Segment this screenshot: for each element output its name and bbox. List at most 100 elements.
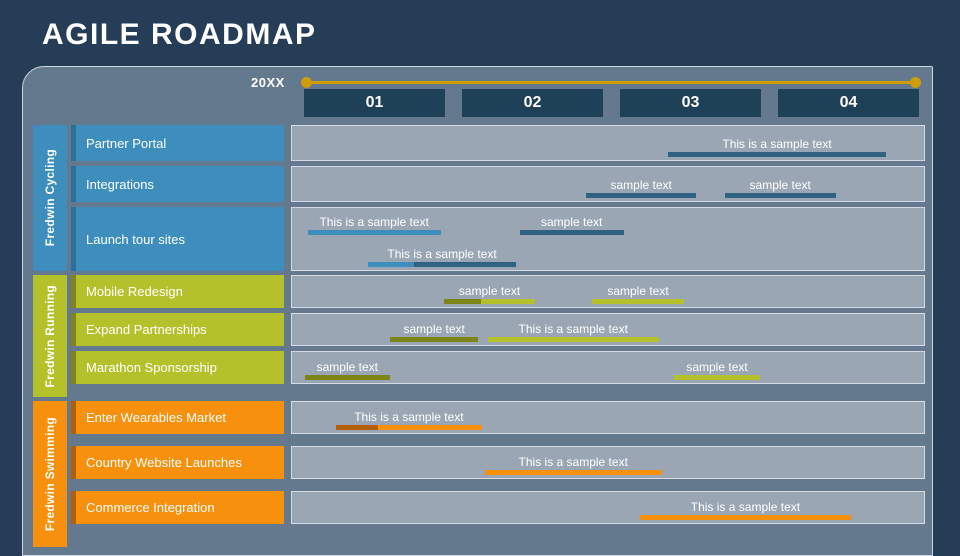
gantt-bar-label: sample text bbox=[540, 215, 603, 229]
task-label-expand-partnerships[interactable]: Expand Partnerships bbox=[76, 313, 284, 346]
group-label-fredwin-cycling[interactable]: Fredwin Cycling bbox=[33, 125, 67, 271]
task-label-integrations[interactable]: Integrations bbox=[76, 166, 284, 202]
gantt-bar-label: sample text bbox=[316, 360, 378, 374]
gantt-bar-label: This is a sample text bbox=[690, 500, 801, 514]
gantt-bar-group[interactable]: This is a sample text bbox=[484, 445, 662, 478]
gantt-track: sample text sample text bbox=[291, 275, 925, 308]
gantt-bar[interactable] bbox=[724, 193, 836, 198]
task-accent-stripe bbox=[71, 446, 76, 479]
gantt-bar[interactable] bbox=[443, 299, 536, 304]
gantt-bar-progress-segment bbox=[389, 337, 479, 342]
group-label-fredwin-running[interactable]: Fredwin Running bbox=[33, 275, 67, 397]
task-row: Country Website Launches This is a sample… bbox=[71, 446, 934, 479]
task-label-mobile-redesign[interactable]: Mobile Redesign bbox=[76, 275, 284, 308]
gantt-bar-group[interactable]: This is a sample text bbox=[367, 238, 517, 270]
gantt-track: sample text sample text bbox=[291, 351, 925, 384]
gantt-bar[interactable] bbox=[668, 152, 887, 157]
gantt-bar-remaining-segment bbox=[668, 152, 887, 157]
group-label-text: Fredwin Swimming bbox=[43, 416, 57, 532]
gantt-track: This is a sample text bbox=[291, 401, 925, 434]
timeline-start-dot-icon bbox=[301, 77, 312, 88]
gantt-bar[interactable] bbox=[304, 375, 390, 380]
gantt-bar[interactable] bbox=[336, 425, 482, 430]
gantt-bar-label: sample text bbox=[607, 284, 669, 298]
gantt-track: sample text This is a sample text bbox=[291, 313, 925, 346]
task-accent-stripe bbox=[71, 401, 76, 434]
gantt-bar-group[interactable]: sample text bbox=[674, 350, 760, 383]
gantt-bar-progress-segment bbox=[443, 299, 482, 304]
gantt-bar-remaining-segment bbox=[592, 299, 684, 304]
gantt-bar-label: This is a sample text bbox=[354, 410, 464, 424]
gantt-bar[interactable] bbox=[519, 230, 624, 235]
gantt-bar-group[interactable]: sample text bbox=[443, 274, 536, 307]
quarter-header-row: 01 02 03 04 bbox=[304, 89, 919, 117]
gantt-bar-remaining-segment bbox=[487, 337, 659, 342]
gantt-bar-group[interactable]: sample text bbox=[724, 165, 836, 201]
quarter-cell-01[interactable]: 01 bbox=[304, 89, 445, 117]
task-label-commerce-integration[interactable]: Commerce Integration bbox=[76, 491, 284, 524]
task-label-country-website-launches[interactable]: Country Website Launches bbox=[76, 446, 284, 479]
gantt-bar[interactable] bbox=[307, 230, 441, 235]
gantt-bar-label: This is a sample text bbox=[722, 137, 832, 151]
task-label-marathon-sponsorship[interactable]: Marathon Sponsorship bbox=[76, 351, 284, 384]
gantt-bar-remaining-segment bbox=[639, 515, 852, 520]
task-row: Enter Wearables Market This is a sample t… bbox=[71, 401, 934, 434]
gantt-bar[interactable] bbox=[674, 375, 760, 380]
task-label-enter-wearables-market[interactable]: Enter Wearables Market bbox=[76, 401, 284, 434]
task-accent-stripe bbox=[71, 275, 76, 308]
gantt-bar-label: sample text bbox=[458, 284, 521, 298]
gantt-bar[interactable] bbox=[484, 470, 662, 475]
gantt-bar[interactable] bbox=[585, 193, 697, 198]
task-accent-stripe bbox=[71, 491, 76, 524]
task-accent-stripe bbox=[71, 207, 76, 271]
gantt-track: This is a sample text bbox=[291, 446, 925, 479]
gantt-bar-label: sample text bbox=[610, 178, 672, 192]
gantt-bar[interactable] bbox=[367, 262, 517, 267]
gantt-bar-group[interactable]: This is a sample text bbox=[487, 312, 659, 345]
gantt-bar-group[interactable]: This is a sample text bbox=[668, 124, 887, 160]
gantt-bar[interactable] bbox=[389, 337, 479, 342]
gantt-bar-label: sample text bbox=[749, 178, 811, 192]
quarter-cell-03[interactable]: 03 bbox=[620, 89, 761, 117]
group-label-fredwin-swimming[interactable]: Fredwin Swimming bbox=[33, 401, 67, 547]
gantt-bar-remaining-segment bbox=[307, 230, 441, 235]
gantt-bar-label: This is a sample text bbox=[518, 455, 628, 469]
task-label-launch-tour-sites[interactable]: Launch tour sites bbox=[76, 207, 284, 271]
gantt-bar[interactable] bbox=[639, 515, 852, 520]
gantt-bar-label: This is a sample text bbox=[319, 215, 429, 229]
gantt-bar-remaining-segment bbox=[585, 193, 697, 198]
task-row: Expand Partnerships sample text This is a … bbox=[71, 313, 934, 346]
gantt-bar-remaining-segment bbox=[484, 470, 662, 475]
task-row: Commerce Integration This is a sample tex… bbox=[71, 491, 934, 524]
page-title: AGILE ROADMAP bbox=[42, 18, 317, 51]
gantt-bar[interactable] bbox=[487, 337, 659, 342]
gantt-bar-group[interactable]: sample text bbox=[592, 274, 684, 307]
gantt-bar[interactable] bbox=[592, 299, 684, 304]
gantt-bar-group[interactable]: sample text bbox=[389, 312, 479, 345]
gantt-bar-group[interactable]: sample text bbox=[585, 165, 697, 201]
quarter-cell-04[interactable]: 04 bbox=[778, 89, 919, 117]
gantt-bar-group[interactable]: This is a sample text bbox=[336, 400, 482, 433]
quarter-cell-02[interactable]: 02 bbox=[462, 89, 603, 117]
gantt-bar-label: This is a sample text bbox=[387, 247, 497, 261]
gantt-bar-remaining-segment bbox=[378, 425, 482, 430]
gantt-bar-group[interactable]: This is a sample text bbox=[307, 206, 441, 238]
gantt-track: This is a sample text bbox=[291, 491, 925, 524]
gantt-bar-progress-segment bbox=[304, 375, 390, 380]
task-accent-stripe bbox=[71, 166, 76, 202]
gantt-bar-group[interactable]: This is a sample text bbox=[639, 490, 852, 523]
gantt-bar-label: sample text bbox=[403, 322, 465, 336]
gantt-bar-group[interactable]: sample text bbox=[304, 350, 390, 383]
timeline-end-dot-icon bbox=[910, 77, 921, 88]
task-label-partner-portal[interactable]: Partner Portal bbox=[76, 125, 284, 161]
task-row: Partner Portal This is a sample text bbox=[71, 125, 934, 161]
gantt-bar-group[interactable]: sample text bbox=[519, 206, 624, 238]
task-accent-stripe bbox=[71, 313, 76, 346]
